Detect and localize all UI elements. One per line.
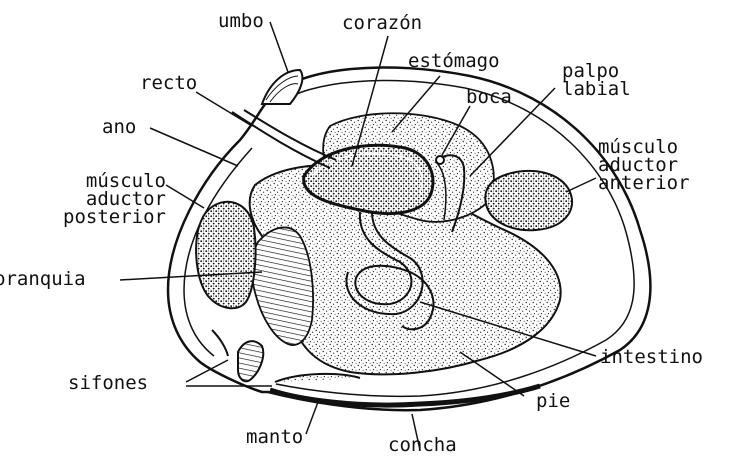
label-recto: recto (140, 74, 197, 93)
label-branquia: branquia (0, 270, 86, 289)
siphon-upper (212, 330, 228, 356)
label-intestino: intestino (600, 348, 703, 367)
label-palpo-line-2: labial (562, 80, 631, 98)
anterior-adductor-muscle (485, 171, 572, 230)
mouth-boca (436, 156, 444, 164)
label-concha: concha (388, 436, 457, 455)
pointer-aductor-anterior (566, 178, 596, 192)
label-manto: manto (246, 428, 303, 447)
label-umbo: umbo (218, 12, 264, 31)
label-palpo-labial: palpo labial (562, 62, 631, 98)
label-musculo-aductor-anterior: músculo aductor anterior (598, 138, 690, 192)
label-pie: pie (536, 392, 570, 411)
umbo-shape (262, 70, 302, 104)
label-musculo-aductor-posterior: músculo aductor posterior (6, 172, 166, 226)
pointer-sifones-1 (186, 360, 228, 382)
label-estomago: estómago (408, 52, 500, 71)
label-posterior-line-3: posterior (6, 208, 166, 226)
label-boca: boca (466, 88, 512, 107)
pointer-umbo (270, 22, 288, 72)
pointer-ano (150, 128, 238, 166)
label-sifones: sifones (68, 374, 148, 393)
siphon-lower (238, 341, 263, 381)
label-corazon: corazón (342, 14, 422, 33)
posterior-adductor-muscle (196, 202, 255, 309)
pointer-recto (196, 92, 252, 126)
gill-branquia (252, 227, 313, 345)
label-ano: ano (102, 118, 136, 137)
pointer-manto (306, 402, 318, 434)
rectum-tube (232, 112, 330, 168)
label-anterior-line-3: anterior (598, 174, 690, 192)
